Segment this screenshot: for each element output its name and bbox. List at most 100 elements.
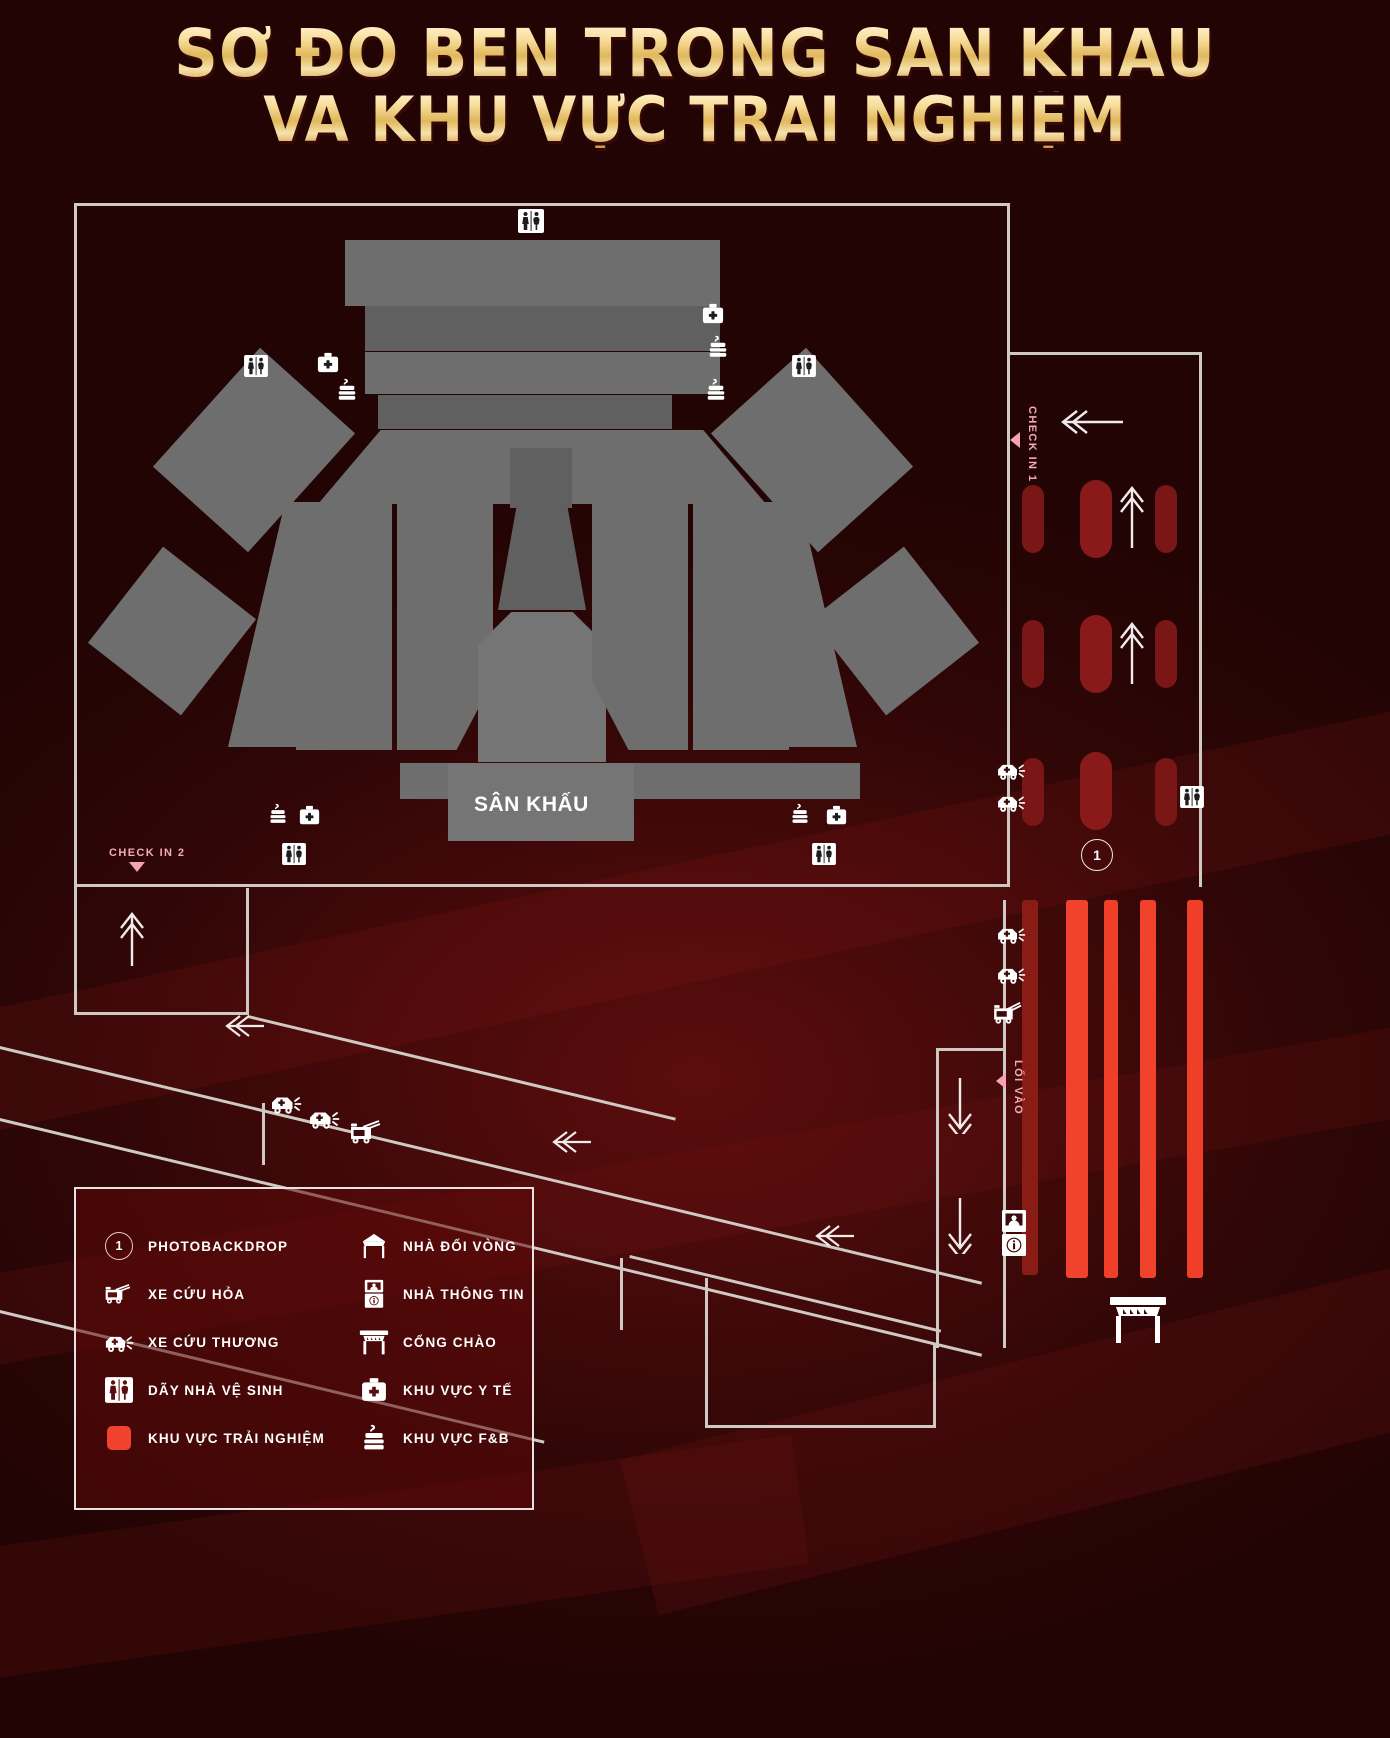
seating-block-lower-left bbox=[87, 546, 257, 716]
restroom-icon bbox=[812, 843, 836, 865]
legend-label: NHÀ THÔNG TIN bbox=[403, 1286, 525, 1302]
corridor-divider-left bbox=[1007, 352, 1010, 887]
fire-truck-icon bbox=[992, 1000, 1026, 1026]
fire-truck-icon bbox=[104, 1279, 134, 1309]
stage-platform bbox=[448, 763, 634, 841]
food-drink-icon bbox=[336, 378, 358, 402]
food-drink-icon bbox=[268, 803, 288, 825]
title-line-1: SƠ ĐỒ BÊN TRONG SÂN KHẤU bbox=[56, 21, 1335, 87]
queue-capsule bbox=[1080, 480, 1112, 558]
welcome-gate-icon bbox=[359, 1327, 389, 1357]
legend-item-food-and-beverage: KHU VỰC F&B bbox=[359, 1423, 525, 1453]
floor-center-notch bbox=[510, 448, 572, 508]
direction-arrow-up-icon bbox=[1120, 486, 1144, 548]
legend-number: 1 bbox=[105, 1232, 133, 1260]
ambulance-icon bbox=[996, 962, 1026, 986]
red-area-swatch-icon bbox=[104, 1423, 134, 1453]
direction-arrow-left-icon bbox=[815, 1225, 854, 1247]
queue-capsule bbox=[1080, 615, 1112, 693]
legend-label: KHU VỰC Y TẾ bbox=[403, 1382, 513, 1398]
direction-arrow-left-icon bbox=[552, 1131, 591, 1153]
experience-stripe bbox=[1022, 900, 1038, 1275]
photobackdrop-marker: 1 bbox=[1081, 839, 1113, 871]
direction-arrow-left-icon bbox=[225, 1015, 264, 1037]
queue-capsule bbox=[1022, 758, 1044, 826]
arena-boundary-bottom bbox=[74, 884, 1010, 887]
lower-corridor-wall bbox=[936, 1048, 1006, 1051]
ambulance-icon bbox=[270, 1090, 302, 1116]
experience-stripe bbox=[1187, 900, 1203, 1278]
floor-block-l2 bbox=[296, 502, 392, 750]
legend-label: KHU VỰC F&B bbox=[403, 1430, 510, 1446]
legend-item-medical-area: KHU VỰC Y TẾ bbox=[359, 1375, 525, 1405]
food-drink-icon bbox=[359, 1423, 389, 1453]
legend-label: PHOTOBACKDROP bbox=[148, 1238, 289, 1254]
stage-apron-right bbox=[680, 763, 860, 799]
title-line-2: VÀ KHU VỰC TRẢI NGHIỆM bbox=[56, 88, 1335, 150]
direction-arrow-down-icon bbox=[948, 1078, 972, 1134]
legend-item-info-booth: NHÀ THÔNG TIN bbox=[359, 1279, 525, 1309]
experience-stripe bbox=[1140, 900, 1156, 1278]
direction-arrow-down-icon bbox=[948, 1198, 972, 1254]
entrance-label: LỐI VÀO bbox=[1012, 1060, 1024, 1116]
legend-label: DÃY NHÀ VỆ SINH bbox=[148, 1382, 284, 1398]
check-in-1-marker-icon bbox=[1010, 432, 1020, 448]
tent-icon bbox=[359, 1231, 389, 1261]
medical-kit-icon bbox=[359, 1375, 389, 1405]
food-drink-icon bbox=[790, 803, 810, 825]
lower-corridor-wall bbox=[1003, 1048, 1006, 1348]
legend-label: KHU VỰC TRẢI NGHIỆM bbox=[148, 1430, 325, 1446]
medical-kit-icon bbox=[826, 805, 847, 826]
site-road-line bbox=[262, 1103, 265, 1165]
legend-label: XE CỨU THƯƠNG bbox=[148, 1334, 280, 1350]
medical-kit-icon bbox=[702, 303, 724, 325]
legend-label: CỔNG CHÀO bbox=[403, 1334, 497, 1350]
arena-boundary-top bbox=[74, 203, 1010, 206]
legend-item-changing-tent: NHÀ ĐỔI VÒNG bbox=[359, 1231, 525, 1261]
queue-capsule bbox=[1022, 620, 1044, 688]
direction-arrow-up-icon bbox=[1120, 622, 1144, 684]
ambulance-icon bbox=[104, 1327, 134, 1357]
number-one-circle-icon: 1 bbox=[104, 1231, 134, 1261]
site-road-line bbox=[705, 1278, 708, 1428]
experience-stripe bbox=[1104, 900, 1118, 1278]
fire-truck-icon bbox=[348, 1118, 386, 1146]
ambulance-icon bbox=[996, 790, 1026, 814]
legend-label: NHÀ ĐỔI VÒNG bbox=[403, 1238, 517, 1254]
floor-block-r1 bbox=[592, 502, 688, 750]
legend-item-experience-area: KHU VỰC TRẢI NGHIỆM bbox=[104, 1423, 359, 1453]
site-road-line bbox=[620, 1258, 623, 1330]
legend-item-restroom: DÃY NHÀ VỆ SINH bbox=[104, 1375, 359, 1405]
site-road-line bbox=[246, 888, 249, 1015]
page-title: SƠ ĐỒ BÊN TRONG SÂN KHẤU VÀ KHU VỰC TRẢI… bbox=[0, 21, 1390, 151]
medical-kit-icon bbox=[317, 352, 339, 374]
corridor-boundary-top bbox=[1007, 352, 1202, 355]
site-road-line bbox=[933, 1343, 936, 1428]
experience-stripe bbox=[1066, 900, 1088, 1278]
queue-capsule bbox=[1080, 752, 1112, 830]
legend-label: XE CỨU HỎA bbox=[148, 1286, 246, 1302]
site-road-line bbox=[74, 1012, 248, 1015]
check-in-1-label: CHECK IN 1 bbox=[1026, 406, 1038, 483]
stage-label: SÂN KHẤU bbox=[474, 793, 589, 816]
site-road-line bbox=[74, 887, 77, 1015]
entrance-marker-icon bbox=[996, 1073, 1006, 1089]
restroom-icon bbox=[518, 209, 544, 233]
queue-capsule bbox=[1155, 485, 1177, 553]
restroom-icon bbox=[244, 355, 268, 377]
ambulance-icon bbox=[996, 758, 1026, 782]
floor-block-l1 bbox=[397, 502, 493, 750]
ambulance-icon bbox=[996, 922, 1026, 946]
restroom-icon bbox=[104, 1375, 134, 1405]
restroom-icon bbox=[1180, 786, 1204, 808]
queue-capsule bbox=[1022, 485, 1044, 553]
food-drink-icon bbox=[705, 378, 727, 402]
queue-capsule bbox=[1155, 620, 1177, 688]
info-booth-icon bbox=[359, 1279, 389, 1309]
seating-block-rear-4 bbox=[378, 395, 672, 429]
seating-block-rear bbox=[345, 240, 720, 306]
seating-block-rear-2 bbox=[365, 306, 720, 351]
restroom-icon bbox=[282, 843, 306, 865]
